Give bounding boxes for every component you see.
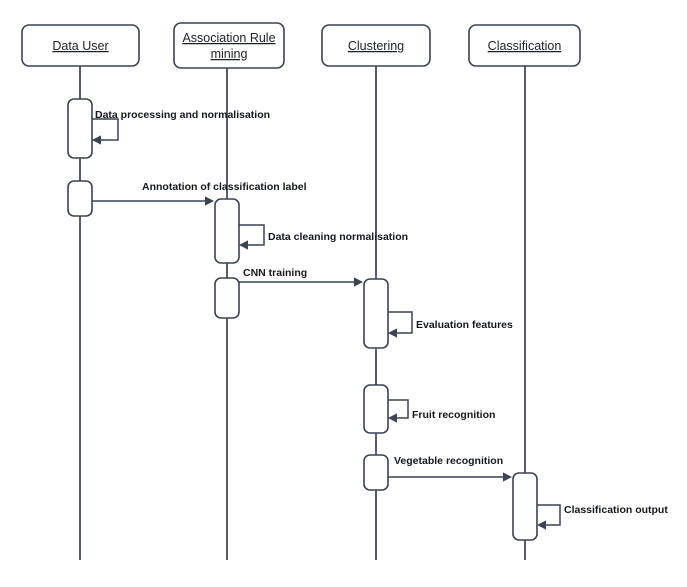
self-message-arrowhead [92, 135, 101, 145]
message-msg-5[interactable]: Evaluation features [388, 311, 513, 338]
message-msg-2[interactable]: Annotation of classification label [92, 181, 307, 206]
message-label: Fruit recognition [412, 409, 495, 421]
self-message-loop [92, 118, 119, 141]
participant-label-clustering: Clustering [348, 39, 404, 53]
messages-layer: Data processing and normalisationAnnotat… [92, 109, 668, 530]
activation-bar-data-user[interactable] [67, 98, 93, 159]
self-message-arrowhead [388, 413, 397, 423]
message-label: Evaluation features [416, 319, 513, 331]
self-message-loop [388, 311, 413, 334]
message-msg-6[interactable]: Fruit recognition [388, 399, 495, 423]
lifeline-data-user[interactable]: Data User [21, 24, 140, 560]
message-msg-4[interactable]: CNN training [239, 267, 363, 287]
message-msg-7[interactable]: Vegetable recognition [388, 455, 512, 482]
message-label: Annotation of classification label [142, 181, 307, 193]
activation-bar-clustering[interactable] [363, 454, 389, 491]
message-msg-8[interactable]: Classification output [537, 504, 668, 530]
activations-layer [67, 98, 538, 541]
lifeline-classification[interactable]: Classification [468, 24, 581, 560]
activation-bar-association-rule-mining[interactable] [214, 277, 240, 319]
activation-bar-data-user[interactable] [67, 180, 93, 217]
participant-box-classification[interactable] [468, 24, 581, 67]
participant-label-classification: Classification [488, 39, 562, 53]
self-message-loop [239, 224, 265, 246]
message-arrowhead [354, 277, 363, 287]
self-message-arrowhead [537, 520, 546, 530]
message-label: Vegetable recognition [394, 455, 503, 467]
message-label: Data cleaning normalisation [268, 231, 408, 243]
self-message-arrowhead [239, 240, 248, 250]
participant-box-clustering[interactable] [321, 24, 431, 67]
message-label: Data processing and normalisation [95, 109, 270, 121]
activation-bar-association-rule-mining[interactable] [214, 198, 240, 264]
self-message-loop [388, 399, 409, 419]
participant-box-data-user[interactable] [21, 24, 140, 67]
activation-bar-clustering[interactable] [363, 384, 389, 434]
participant-label-association-rule-mining: Association Rule [182, 31, 275, 45]
participant-box-association-rule-mining[interactable] [173, 22, 285, 69]
activation-bar-classification[interactable] [512, 472, 538, 541]
participant-label-association-rule-mining: mining [211, 47, 248, 61]
self-message-loop [537, 504, 561, 526]
message-msg-1[interactable]: Data processing and normalisation [92, 109, 270, 145]
message-arrowhead [205, 196, 214, 206]
message-label: CNN training [243, 267, 307, 279]
message-label: Classification output [564, 504, 668, 516]
participant-label-data-user: Data User [52, 39, 108, 53]
self-message-arrowhead [388, 328, 397, 338]
message-arrowhead [503, 472, 512, 482]
activation-bar-clustering[interactable] [363, 278, 389, 349]
lifelines-layer: Data User Association Rule mining Clusterin… [21, 22, 581, 560]
message-msg-3[interactable]: Data cleaning normalisation [239, 224, 408, 250]
